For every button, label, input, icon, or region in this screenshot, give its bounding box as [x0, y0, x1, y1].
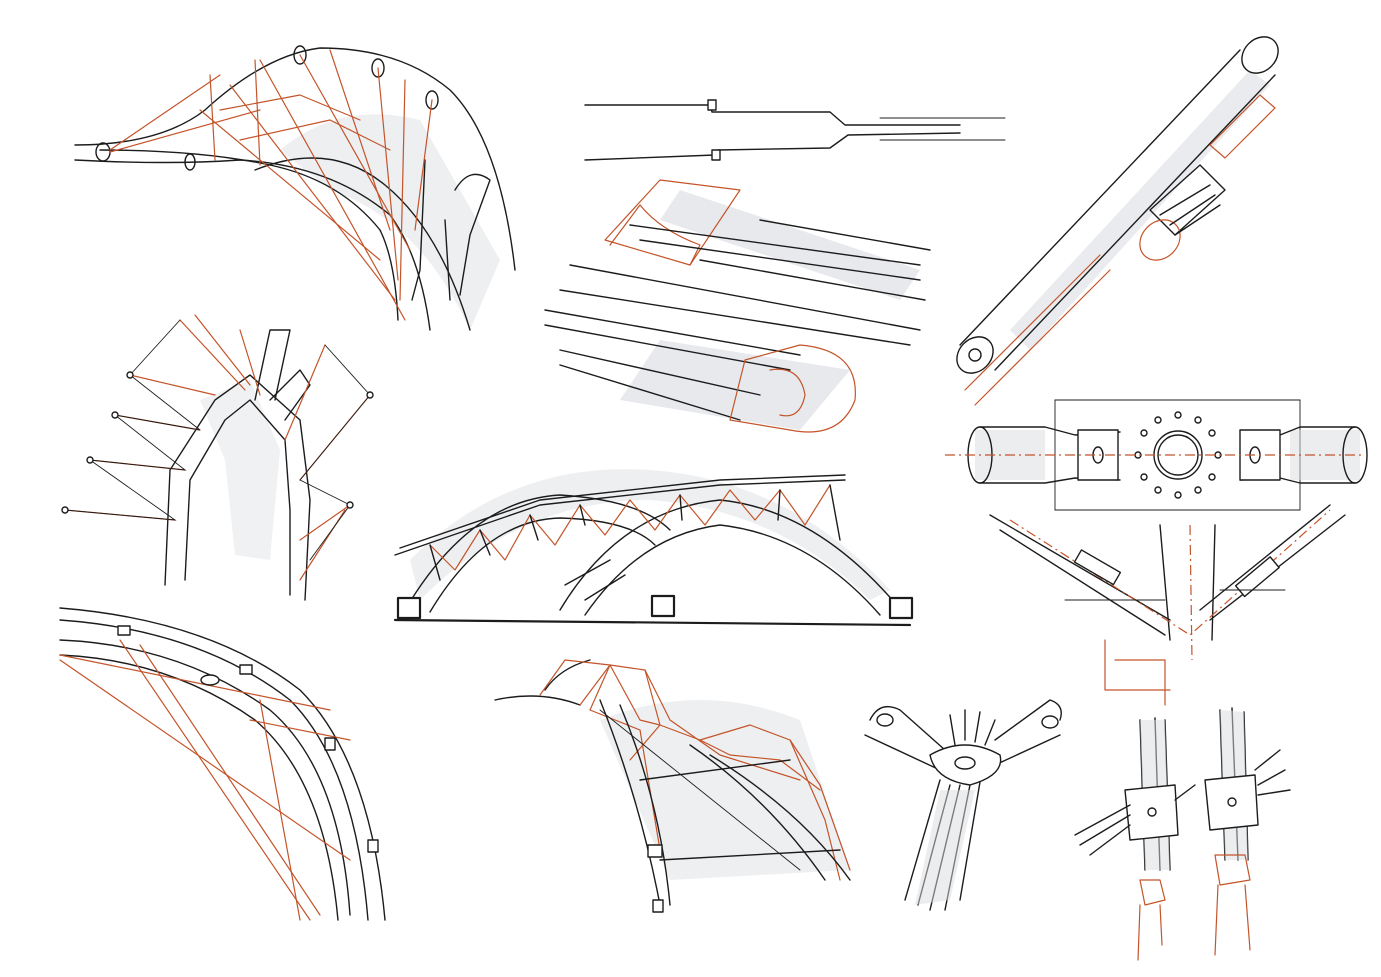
star-connector-sketch: [864, 699, 1062, 911]
curved-rail-sketch: [59, 607, 386, 921]
channel-beam-section-sketch: [544, 99, 1006, 433]
curved-arch-truss-sketch: [74, 45, 516, 331]
dome-truss-sketch: [494, 659, 851, 913]
twin-arch-bridge-sketch: [393, 469, 914, 627]
tree-column-sketch: [61, 314, 374, 601]
node-connectors-pair-sketch: [1074, 707, 1291, 961]
tube-with-collar-sketch: [956, 36, 1279, 406]
flange-joint-sketch: [945, 399, 1368, 706]
